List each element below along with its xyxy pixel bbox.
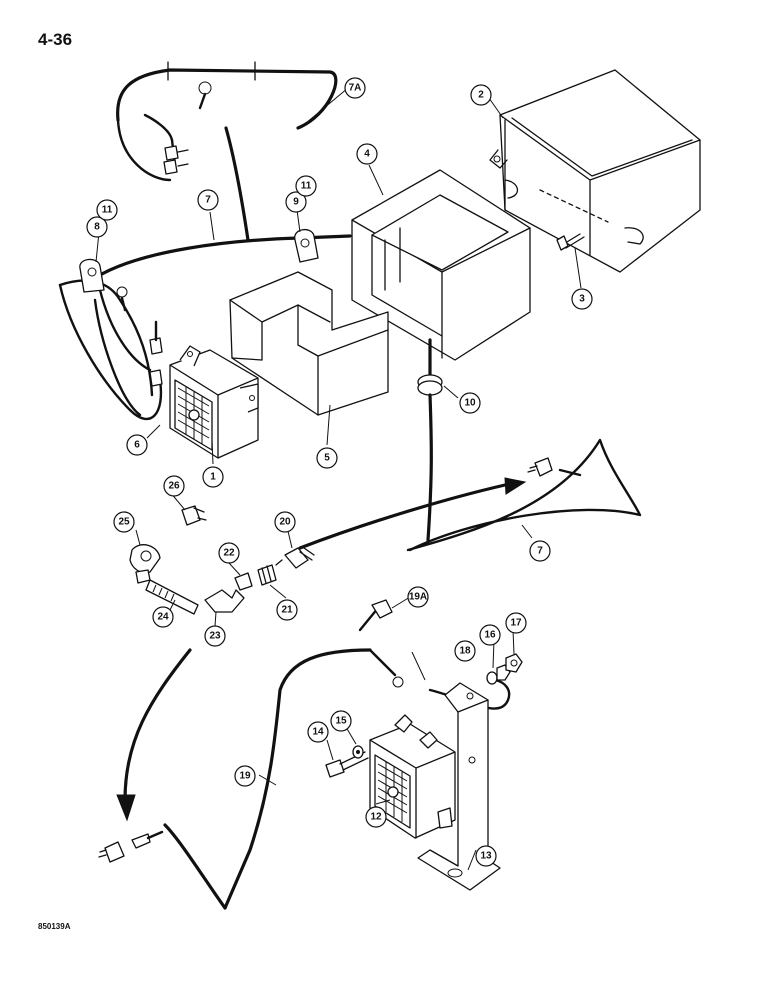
clamp-8 bbox=[79, 258, 105, 293]
svg-text:25: 25 bbox=[118, 517, 130, 528]
callout-21: 21 bbox=[276, 599, 298, 621]
callout-23: 23 bbox=[204, 625, 226, 647]
alarm-unit-lower bbox=[369, 714, 456, 839]
nipple-24 bbox=[145, 579, 199, 615]
svg-text:16: 16 bbox=[484, 630, 496, 641]
svg-text:19A: 19A bbox=[409, 592, 427, 603]
svg-text:11: 11 bbox=[301, 181, 312, 192]
svg-text:15: 15 bbox=[335, 716, 347, 727]
bracket bbox=[417, 682, 501, 891]
callout-7: 7 bbox=[197, 189, 219, 211]
callout-3: 3 bbox=[571, 288, 593, 310]
svg-text:3: 3 bbox=[579, 294, 585, 305]
callout-12: 12 bbox=[365, 806, 387, 828]
callout-19a: 19A bbox=[407, 586, 429, 608]
svg-text:13: 13 bbox=[480, 851, 492, 862]
svg-text:14: 14 bbox=[312, 727, 324, 738]
cover-box bbox=[489, 69, 701, 273]
svg-text:18: 18 bbox=[459, 646, 471, 657]
bolt-14 bbox=[325, 751, 369, 778]
callout-15: 15 bbox=[330, 710, 352, 732]
svg-text:1: 1 bbox=[210, 472, 216, 483]
fitting-20 bbox=[275, 547, 315, 569]
svg-text:11: 11 bbox=[102, 205, 113, 216]
washer-15 bbox=[352, 745, 364, 759]
fitting-21 bbox=[257, 564, 277, 586]
alarm-unit-upper bbox=[169, 345, 259, 459]
callout-7-lower: 7 bbox=[529, 540, 551, 562]
fitting-22 bbox=[234, 572, 253, 591]
tee-25 bbox=[129, 544, 161, 584]
svg-text:4: 4 bbox=[364, 149, 370, 160]
callout-25: 25 bbox=[113, 511, 135, 533]
arrow-right bbox=[298, 477, 527, 550]
callout-10: 10 bbox=[459, 392, 481, 414]
svg-text:20: 20 bbox=[279, 517, 291, 528]
callout-26: 26 bbox=[163, 475, 185, 497]
callout-1: 1 bbox=[202, 466, 224, 488]
svg-text:23: 23 bbox=[209, 631, 221, 642]
callout-20: 20 bbox=[274, 511, 296, 533]
callout-22: 22 bbox=[218, 542, 240, 564]
svg-text:2: 2 bbox=[478, 90, 484, 101]
wire-7a bbox=[116, 61, 338, 242]
callout-19: 19 bbox=[234, 765, 256, 787]
callout-18: 18 bbox=[454, 640, 476, 662]
callout-11-left: 11 bbox=[96, 199, 118, 221]
callout-14: 14 bbox=[307, 721, 329, 743]
svg-text:26: 26 bbox=[168, 481, 180, 492]
arrow-down bbox=[116, 648, 192, 822]
leader-lines bbox=[95, 87, 533, 871]
wire-down bbox=[426, 393, 433, 542]
housing bbox=[351, 169, 531, 361]
callout-2: 2 bbox=[470, 84, 492, 106]
callout-16: 16 bbox=[479, 624, 501, 646]
svg-text:7A: 7A bbox=[349, 83, 362, 94]
callout-8: 8 bbox=[86, 216, 108, 238]
svg-text:10: 10 bbox=[464, 398, 476, 409]
svg-text:6: 6 bbox=[134, 440, 140, 451]
hardware-16-17-18 bbox=[486, 653, 523, 685]
screw bbox=[556, 233, 585, 289]
svg-text:5: 5 bbox=[324, 453, 330, 464]
svg-text:12: 12 bbox=[370, 812, 382, 823]
wire-7-lower bbox=[406, 438, 642, 552]
callout-11-right: 11 bbox=[295, 175, 317, 197]
figure-code: 850139A bbox=[38, 922, 71, 931]
svg-text:7: 7 bbox=[205, 195, 211, 206]
svg-text:8: 8 bbox=[94, 222, 100, 233]
svg-text:24: 24 bbox=[157, 612, 169, 623]
callout-24: 24 bbox=[152, 606, 174, 628]
callout-4: 4 bbox=[356, 143, 378, 165]
clamp-9 bbox=[294, 229, 319, 263]
svg-text:21: 21 bbox=[281, 605, 293, 616]
callout-6: 6 bbox=[126, 434, 148, 456]
svg-text:7: 7 bbox=[537, 546, 543, 557]
svg-text:22: 22 bbox=[223, 548, 235, 559]
connector-lower bbox=[98, 830, 164, 863]
insulation-block bbox=[229, 271, 389, 416]
svg-text:17: 17 bbox=[510, 618, 522, 629]
svg-text:9: 9 bbox=[293, 197, 299, 208]
callout-9: 9 bbox=[285, 191, 307, 213]
page-number: 4-36 bbox=[38, 30, 73, 49]
svg-text:19: 19 bbox=[239, 771, 251, 782]
callout-13: 13 bbox=[475, 845, 497, 867]
grommet bbox=[417, 338, 459, 399]
callout-17: 17 bbox=[505, 612, 527, 634]
callout-7a: 7A bbox=[344, 77, 366, 99]
elbow-23 bbox=[204, 589, 245, 613]
callout-5: 5 bbox=[316, 447, 338, 469]
fitting-26 bbox=[181, 505, 207, 526]
